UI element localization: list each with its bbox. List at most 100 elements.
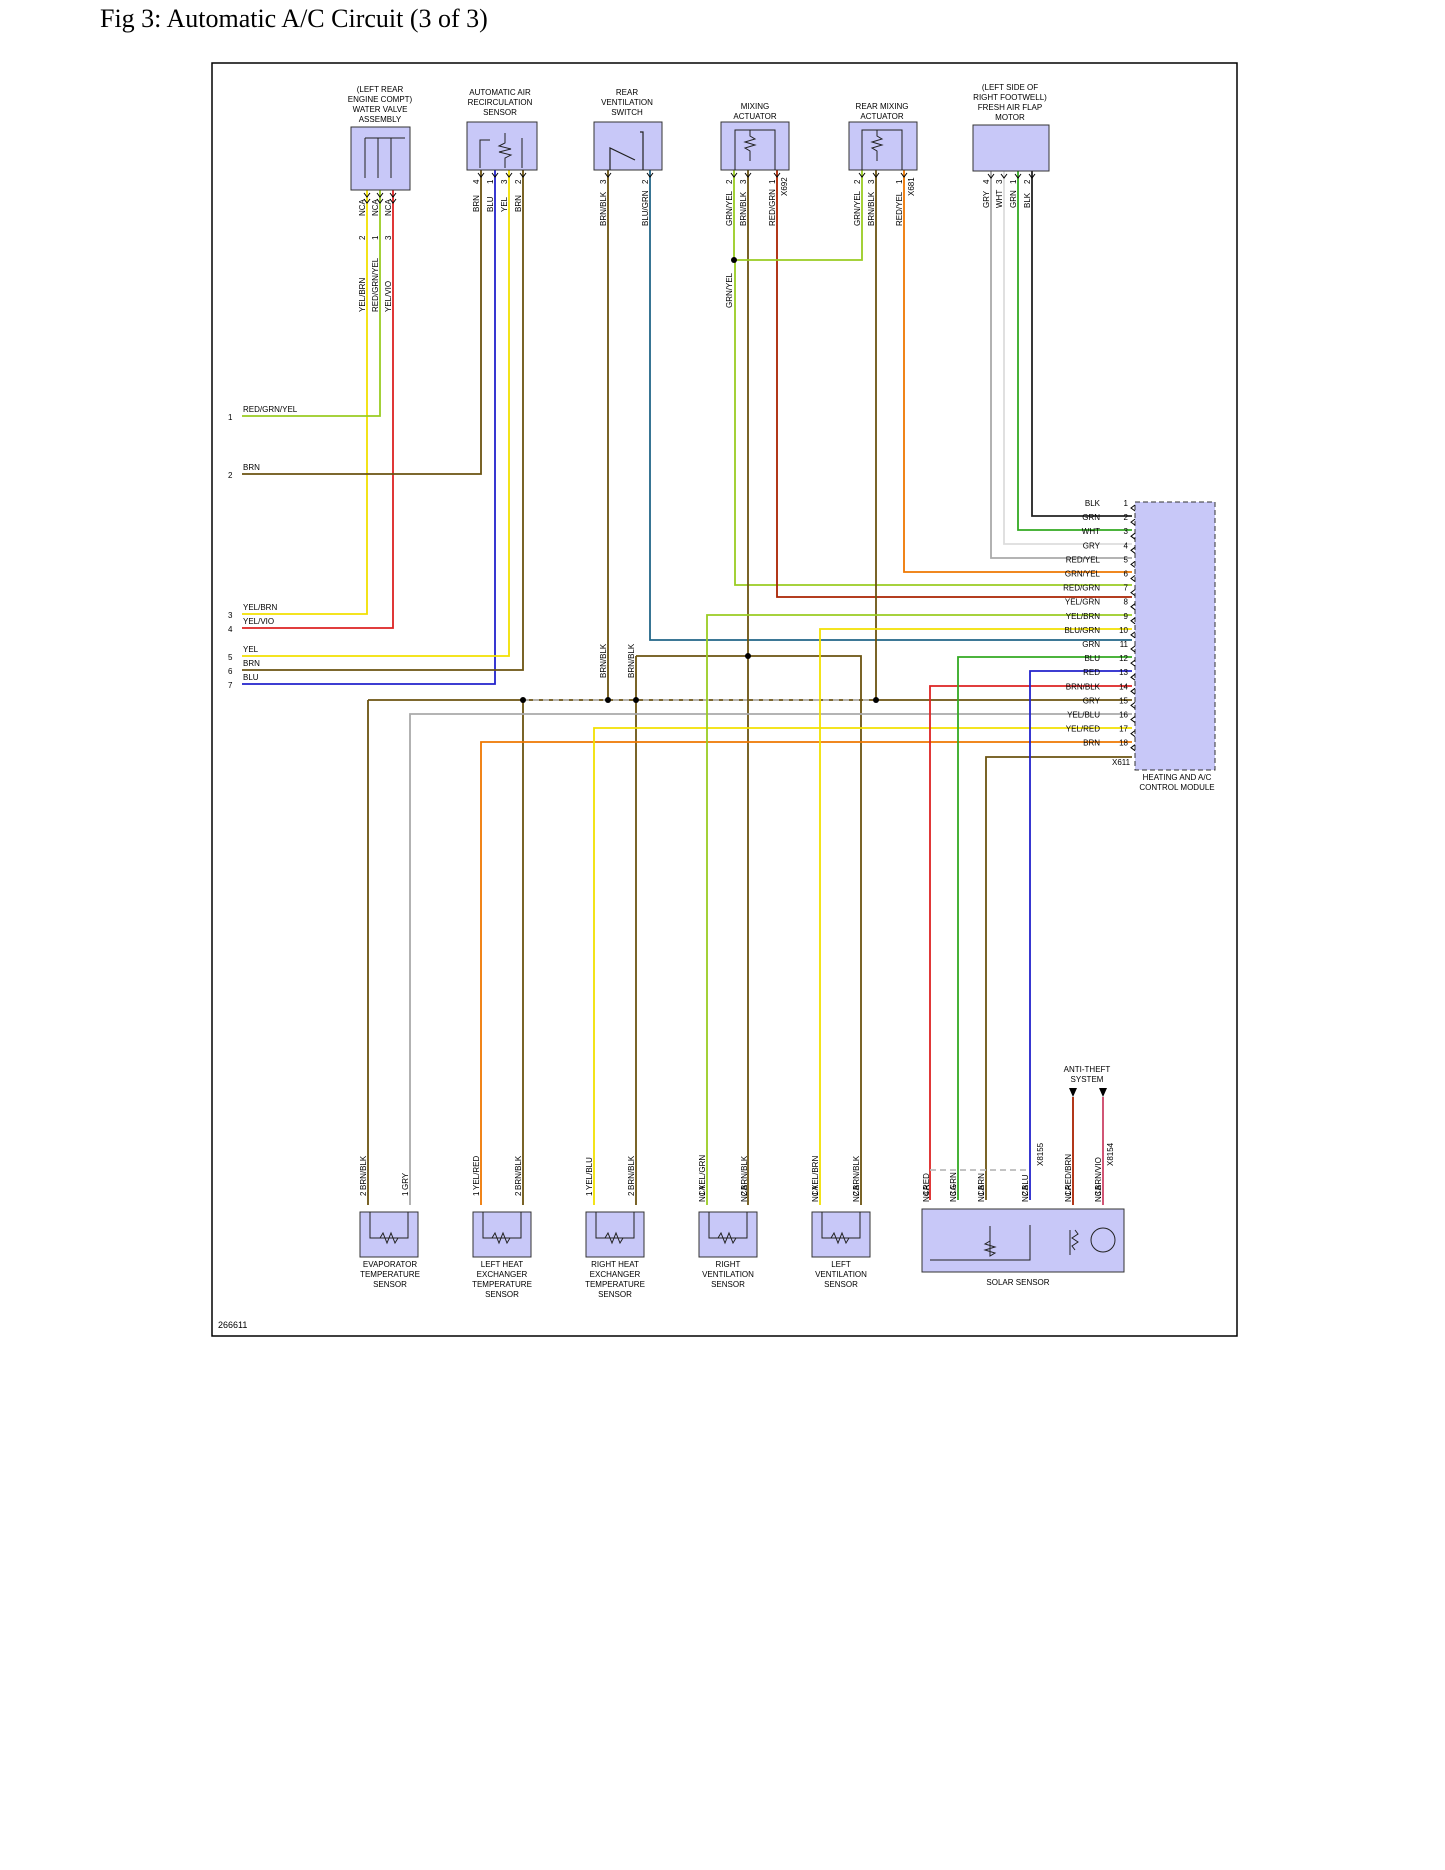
- rear-vent-switch-label: VENTILATION: [601, 98, 653, 107]
- terminal-mark: [1130, 631, 1136, 639]
- wire-label: 4: [982, 179, 991, 184]
- wire-label: 1: [698, 1191, 707, 1196]
- wire-label: 4: [922, 1191, 931, 1196]
- terminal-mark: [1130, 730, 1136, 737]
- wire-label: RED/GRN/YEL: [371, 257, 380, 312]
- wire-label: BLU: [486, 196, 495, 212]
- module-pin-number: 11: [1120, 640, 1129, 649]
- module-pin-number: 2: [1124, 513, 1129, 522]
- wire-label: X681: [907, 177, 916, 196]
- module-wire-label: GRN/YEL: [1065, 570, 1101, 579]
- terminal-mark: [1130, 659, 1136, 667]
- terminal-mark: [477, 172, 485, 178]
- wire-label: 2: [514, 179, 523, 184]
- right-vent-sensor-symbol: [708, 1212, 748, 1245]
- module-wire-label: GRN: [1082, 640, 1100, 649]
- wire-label: YEL: [500, 196, 509, 212]
- mixing-actuator-label: ACTUATOR: [733, 112, 776, 121]
- fresh-air-flap-box: [972, 124, 1050, 172]
- splice-dot: [633, 697, 639, 703]
- terminal-mark: [604, 172, 612, 178]
- wire-label: 1: [977, 1191, 986, 1196]
- ref-number: 3: [228, 611, 233, 620]
- terminal-mark: [773, 172, 781, 178]
- wire-label: 1: [811, 1191, 820, 1196]
- wire-label: NCA: [811, 1184, 820, 1202]
- module-pin-number: 12: [1119, 654, 1128, 663]
- ref-number: 4: [228, 625, 233, 634]
- wire-label: 2: [725, 179, 734, 184]
- terminal-mark: [1130, 518, 1136, 526]
- solar-sensor-box: [921, 1208, 1125, 1273]
- wire-yel: [242, 170, 510, 657]
- module-wire-label: RED/YEL: [1066, 555, 1101, 564]
- wire-label: 3: [599, 179, 608, 184]
- rear-vent-switch-label: SWITCH: [611, 108, 643, 117]
- right-vent-sensor-label: VENTILATION: [702, 1270, 754, 1279]
- terminal-mark: [900, 172, 908, 178]
- evap-sensor-symbol: [369, 1212, 409, 1245]
- ref-wire-label: RED/GRN/YEL: [243, 405, 298, 414]
- arrow-up-icon: [1069, 1088, 1107, 1097]
- anti-theft-label: SYSTEM: [1071, 1075, 1104, 1084]
- wire-label: 1: [1009, 179, 1018, 184]
- right-vent-sensor-label: SENSOR: [711, 1280, 745, 1289]
- wire-label: 2: [1023, 179, 1032, 184]
- wire-label: 2: [740, 1191, 749, 1196]
- module-wire-label: YEL/BLU: [1067, 711, 1100, 720]
- module-pin-number: 7: [1124, 584, 1129, 593]
- left-heat-sensor-label: LEFT HEAT: [481, 1260, 523, 1269]
- module-wire-label: GRY: [1083, 541, 1101, 550]
- module-pin-number: 10: [1119, 626, 1128, 635]
- wire-label: BLU/GRN: [641, 190, 650, 226]
- rear-vent-switch-label: REAR: [616, 88, 638, 97]
- right-heat-sensor-label: RIGHT HEAT: [591, 1260, 639, 1269]
- fresh-air-flap-label: RIGHT FOOTWELL): [973, 93, 1047, 102]
- terminal-mark: [389, 198, 397, 204]
- wire-label: BRN/VIO: [1094, 1157, 1103, 1190]
- wire-brn: [242, 170, 482, 475]
- terminal-mark: [730, 172, 738, 178]
- terminal-mark: [1130, 603, 1136, 611]
- wire-label: 2: [514, 1191, 523, 1196]
- fresh-air-flap-label: MOTOR: [995, 113, 1025, 122]
- ref-wire-label: YEL/VIO: [243, 617, 274, 626]
- wire-label: YEL/RED: [472, 1156, 481, 1190]
- wire-label: RED/YEL: [895, 191, 904, 226]
- module-wire-label: BLU/GRN: [1064, 626, 1100, 635]
- wire-yel-red: [480, 741, 1132, 1205]
- terminal-mark: [872, 172, 880, 178]
- connector-tag: X611: [1112, 758, 1131, 767]
- wire-yel-brn: [242, 190, 368, 615]
- evap-sensor-box: [359, 1211, 419, 1258]
- terminal-mark: [1130, 716, 1136, 723]
- wire-label: 2: [853, 179, 862, 184]
- fresh-air-flap-label: (LEFT SIDE OF: [982, 83, 1038, 92]
- module-wire-label: BRN: [1083, 739, 1100, 748]
- evap-sensor-label: TEMPERATURE: [360, 1270, 420, 1279]
- ref-wire-label: BRN: [243, 463, 260, 472]
- components-layer: [350, 121, 1216, 1273]
- splice-dot: [873, 697, 879, 703]
- wire-red-solar: [929, 685, 1132, 1200]
- wire-label: 3: [867, 179, 876, 184]
- module-wire-label: WHT: [1082, 527, 1100, 536]
- splice-dot: [605, 697, 611, 703]
- wire-label: NCA: [1064, 1184, 1073, 1202]
- wire-label: RED/GRN: [768, 189, 777, 226]
- wire-blu: [242, 170, 496, 685]
- wire-brn-blk-left-vent: [636, 655, 862, 1205]
- hvac-module-label: CONTROL MODULE: [1139, 783, 1214, 792]
- wire-label: GRN/YEL: [725, 190, 734, 226]
- module-wire-label: BLU: [1084, 654, 1100, 663]
- terminal-mark: [987, 173, 995, 179]
- terminal-mark: [1028, 173, 1036, 179]
- rear-mixing-actuator-symbol: [861, 129, 903, 170]
- solar-sensor-label: SOLAR SENSOR: [986, 1278, 1049, 1287]
- wire-label: YEL/VIO: [384, 281, 393, 312]
- rear-mixing-actuator-box: [848, 121, 918, 171]
- terminal-mark: [1130, 589, 1136, 596]
- splice-dot: [745, 653, 751, 659]
